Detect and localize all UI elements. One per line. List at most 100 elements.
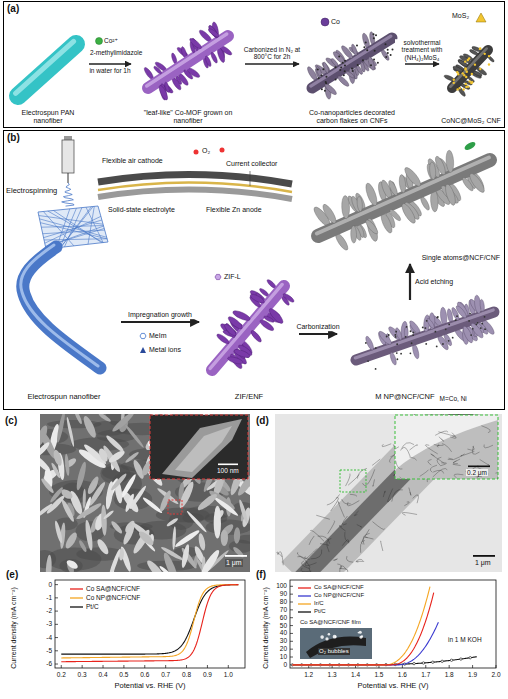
figure-label: Solid-state electrolyte (108, 206, 175, 214)
nanoparticle (488, 63, 490, 65)
sem-flake (105, 434, 126, 453)
nanoparticle (437, 316, 439, 318)
nanoflake (322, 62, 330, 74)
axis-tick (55, 611, 58, 612)
axis-tick (290, 586, 293, 587)
tick-label: 1.0 (224, 671, 233, 678)
tem-flake-edge (316, 515, 330, 519)
o2-bubble (320, 635, 324, 639)
tick-label: 1.3 (328, 671, 337, 678)
nanoflake (426, 318, 436, 330)
axis-tick (332, 665, 333, 668)
tem-flake-edge (402, 513, 417, 516)
nanoparticle (463, 74, 465, 76)
nanoparticle (448, 324, 450, 326)
data-marker (469, 657, 471, 659)
tem-flake-edge (363, 469, 375, 485)
nanoparticle (375, 34, 377, 36)
nanoflake (400, 202, 418, 225)
tem-flake-edge (435, 431, 448, 435)
nanoparticle (472, 328, 474, 330)
tem-flake-edge (333, 559, 338, 561)
nanoparticle (452, 337, 454, 339)
tick-label: 1.2 (304, 671, 313, 678)
tem-flake-edge (361, 529, 369, 542)
nanoparticle (344, 60, 346, 62)
single-atom-fiber (312, 150, 490, 252)
nanoflake (351, 44, 359, 56)
nanoparticle (396, 358, 398, 360)
arrow-label: solvothermal treatment with (NH₄)₂MoS₄ (395, 39, 449, 61)
tick-label: -3 (46, 621, 52, 628)
sem-flake (137, 529, 156, 547)
legend-line (298, 603, 311, 604)
stage-caption: Electrospun PAN nanofiber (8, 109, 88, 125)
arrow-label: Acid etching (415, 278, 475, 286)
process-arrow (121, 321, 199, 323)
legend-line (298, 611, 311, 612)
axis-tick (207, 665, 208, 668)
nanoparticle (388, 334, 390, 336)
sem-flake (196, 492, 219, 513)
sem-flake (50, 462, 61, 479)
tick-label: 0.6 (140, 671, 149, 678)
oxygen-molecule (194, 150, 199, 155)
axis-tick (290, 633, 293, 634)
tick-label: 0 (283, 661, 287, 668)
nanoparticle (387, 49, 389, 51)
sem-flake (221, 530, 229, 547)
panel-frame: (a) Electrospun PAN nanofiber "leaf-like" … (3, 1, 505, 128)
sem-flake (45, 555, 52, 572)
tem-flake-edge (383, 491, 385, 497)
tem-flake-edge (318, 536, 330, 544)
tick-label: 50 (280, 622, 287, 629)
legend-text: Co NP@NCF/CNF (314, 592, 364, 599)
figure-label: ZIF-L (224, 273, 241, 281)
axis-tick (186, 665, 187, 668)
process-stage: Electrospun nanofiber (8, 271, 120, 403)
nanoparticle (344, 65, 346, 67)
nanoparticle (335, 79, 337, 81)
sem-inset-texture (162, 419, 242, 478)
nanoparticle (373, 59, 375, 61)
axis-tick (290, 617, 293, 618)
nanoparticle (471, 73, 473, 75)
nanoparticle (470, 334, 472, 336)
tem-flake-edge (354, 511, 358, 516)
tem-flake-edge (400, 477, 414, 479)
sem-flake (66, 417, 76, 447)
nanoparticle (425, 343, 427, 345)
tick-label: 0.4 (98, 671, 107, 678)
sem-flake (75, 501, 103, 521)
tem-flake-edge (301, 568, 312, 572)
tem-flake-edge (345, 474, 350, 487)
sem-flake (97, 447, 109, 463)
arrow-label: Carbonized in N₂ at 800°C for 2h (242, 46, 302, 61)
data-marker (450, 659, 452, 661)
plot-frame (55, 580, 245, 668)
nanoparticle (367, 360, 369, 362)
inset-frame (395, 415, 498, 479)
arrow-label: Impregnation growth (120, 311, 200, 319)
panel-letter: (a) (7, 3, 19, 15)
tick-label: 80 (280, 598, 287, 605)
nanoparticle (435, 331, 437, 333)
sem-flake (54, 520, 64, 544)
axis-tick (55, 650, 58, 651)
tem-flake-edge (401, 443, 414, 451)
tem-inset-texture (395, 420, 498, 479)
nanoparticle (465, 86, 467, 88)
nanoflake (429, 162, 436, 180)
axis-tick (290, 641, 293, 642)
nanoparticle (363, 46, 365, 48)
tem-flake-edge (453, 464, 461, 466)
figure-label: Co (331, 18, 340, 26)
axis-tick (103, 665, 104, 668)
process-stage: "leaf-like" Co-MOF grown on nanofiber (132, 8, 244, 126)
mat-fiber (44, 220, 102, 238)
process-stage: M NP@NCF/CNFM=Co, Ni (338, 301, 504, 403)
oer-curve (292, 587, 430, 665)
nanoparticle (318, 77, 320, 79)
figure-label: Co²⁺ (104, 37, 118, 44)
nanoflake (387, 180, 399, 197)
